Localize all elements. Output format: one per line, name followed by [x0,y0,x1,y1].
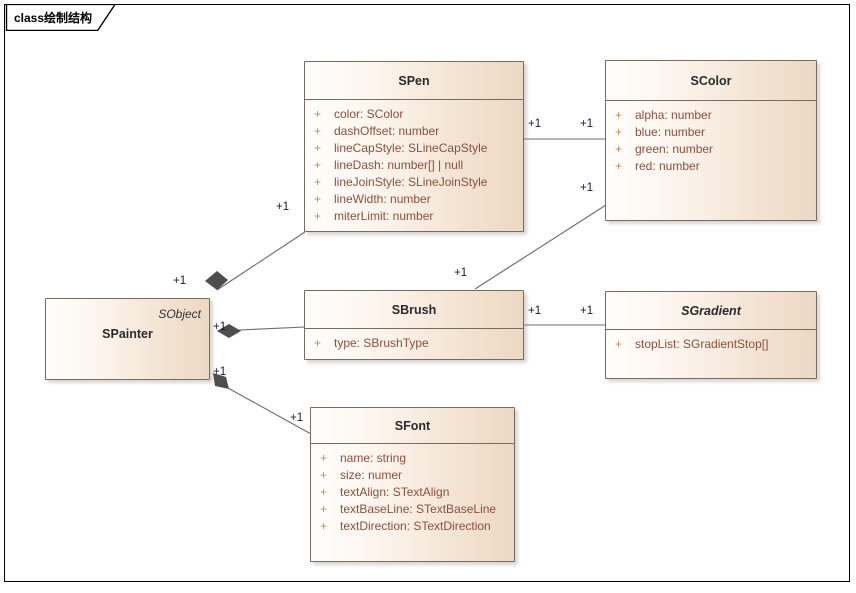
attribute-row: + lineCapStyle: SLineCapStyle [305,140,523,157]
visibility-marker: + [314,107,322,121]
visibility-marker: + [615,142,623,156]
attribute-text: lineWidth: number [334,192,431,206]
attribute-row: + size: numer [311,467,514,484]
visibility-marker: + [615,108,623,122]
attribute-row: + dashOffset: number [305,123,523,140]
attribute-text: textAlign: STextAlign [340,485,450,499]
class-box-sfont[interactable]: SFont + name: string + size: numer + tex… [310,407,515,562]
multiplicity-sbrush-right: +1 [528,305,542,317]
attribute-text: red: number [635,159,700,173]
class-title-scolor: SColor [690,74,732,88]
class-attributes-sgradient: + stopList: SGradientStop[] [606,336,816,353]
class-divider [305,328,523,329]
class-divider [606,100,816,101]
attribute-row: + green: number [606,141,816,158]
attribute-row: + textAlign: STextAlign [311,484,514,501]
attribute-text: textDirection: STextDirection [340,519,491,533]
multiplicity-spen-right: +1 [528,118,542,130]
connector-layer [205,138,607,435]
class-title-sfont: SFont [394,419,431,433]
multiplicity-spainter-top: +1 [173,275,187,287]
class-title-sbrush: SBrush [391,303,437,317]
class-attributes-scolor: + alpha: number + blue: number + green: … [606,107,816,175]
multiplicity-sfont-topleft: +1 [290,412,304,424]
attribute-text: dashOffset: number [334,124,440,138]
multiplicity-spainter-right: +1 [213,321,227,333]
attribute-row: + textDirection: STextDirection [311,518,514,535]
multiplicity-scolor-lower: +1 [580,182,594,194]
diagram-frame: +1 +1 +1 +1 +1 +1 +1 +1 +1 +1 +1 SPen + … [4,4,850,582]
class-box-sgradient[interactable]: SGradient + stopList: SGradientStop[] [605,291,817,379]
multiplicity-sgradient-left: +1 [580,305,594,317]
tab-shape-icon [5,4,117,31]
attribute-text: green: number [635,142,714,156]
multiplicity-sbrush-topleft: +1 [454,267,468,279]
visibility-marker: + [314,175,322,189]
visibility-marker: + [314,124,322,138]
diagram-title-label: class绘制结构 [14,11,93,25]
class-divider [305,99,523,100]
attribute-text: blue: number [635,125,706,139]
multiplicity-spen-lowerleft: +1 [276,201,290,213]
class-title-sgradient: SGradient [681,304,741,318]
attribute-text: lineDash: number[] | null [334,158,464,172]
attribute-row: + stopList: SGradientStop[] [606,336,816,353]
attribute-text: miterLimit: number [334,209,434,223]
class-attributes-sfont: + name: string + size: numer + textAlign… [311,450,514,535]
attribute-text: color: SColor [334,107,404,121]
attribute-row: + textBaseLine: STextBaseLine [311,501,514,518]
attribute-row: + lineJoinStyle: SLineJoinStyle [305,174,523,191]
visibility-marker: + [320,502,328,516]
attribute-text: lineJoinStyle: SLineJoinStyle [334,175,488,189]
visibility-marker: + [615,159,623,173]
visibility-marker: + [314,336,322,350]
attribute-row: + lineWidth: number [305,191,523,208]
visibility-marker: + [615,337,623,351]
attribute-row: + name: string [311,450,514,467]
attribute-row: + blue: number [606,124,816,141]
attribute-row: + lineDash: number[] | null [305,157,523,174]
visibility-marker: + [314,158,322,172]
visibility-marker: + [314,141,322,155]
attribute-text: size: numer [340,468,403,482]
visibility-marker: + [320,451,328,465]
class-box-scolor[interactable]: SColor + alpha: number + blue: number + … [605,60,817,221]
class-stereotype-sobject: SObject [158,307,201,321]
attribute-text: name: string [340,451,407,465]
class-attributes-spen: + color: SColor + dashOffset: number + l… [305,106,523,225]
class-attributes-sbrush: + type: SBrushType [305,335,523,352]
attribute-text: stopList: SGradientStop[] [635,337,769,351]
class-title-spainter: SPainter [102,327,153,341]
relation-spainter-sfont[interactable] [213,373,312,435]
attribute-row: + red: number [606,158,816,175]
visibility-marker: + [320,485,328,499]
visibility-marker: + [314,192,322,206]
attribute-text: type: SBrushType [334,336,429,350]
visibility-marker: + [615,125,623,139]
relation-spainter-spen[interactable] [205,231,306,291]
relation-spainter-sbrush[interactable] [216,324,306,338]
relation-sbrush-scolor[interactable] [474,204,607,290]
visibility-marker: + [320,468,328,482]
class-box-spainter[interactable]: SObject SPainter [45,298,210,380]
class-box-spen[interactable]: SPen + color: SColor + dashOffset: numbe… [304,61,524,232]
attribute-row: + miterLimit: number [305,208,523,225]
multiplicity-spainter-bottom: +1 [213,366,227,378]
attribute-text: lineCapStyle: SLineCapStyle [334,141,488,155]
multiplicity-scolor-left: +1 [580,118,594,130]
visibility-marker: + [320,519,328,533]
attribute-row: + color: SColor [305,106,523,123]
class-divider [311,443,514,444]
class-title-spen: SPen [398,74,430,88]
attribute-text: alpha: number [635,108,712,122]
attribute-row: + type: SBrushType [305,335,523,352]
class-box-sbrush[interactable]: SBrush + type: SBrushType [304,290,524,360]
attribute-text: textBaseLine: STextBaseLine [340,502,497,516]
class-divider [606,329,816,330]
visibility-marker: + [314,209,322,223]
attribute-row: + alpha: number [606,107,816,124]
